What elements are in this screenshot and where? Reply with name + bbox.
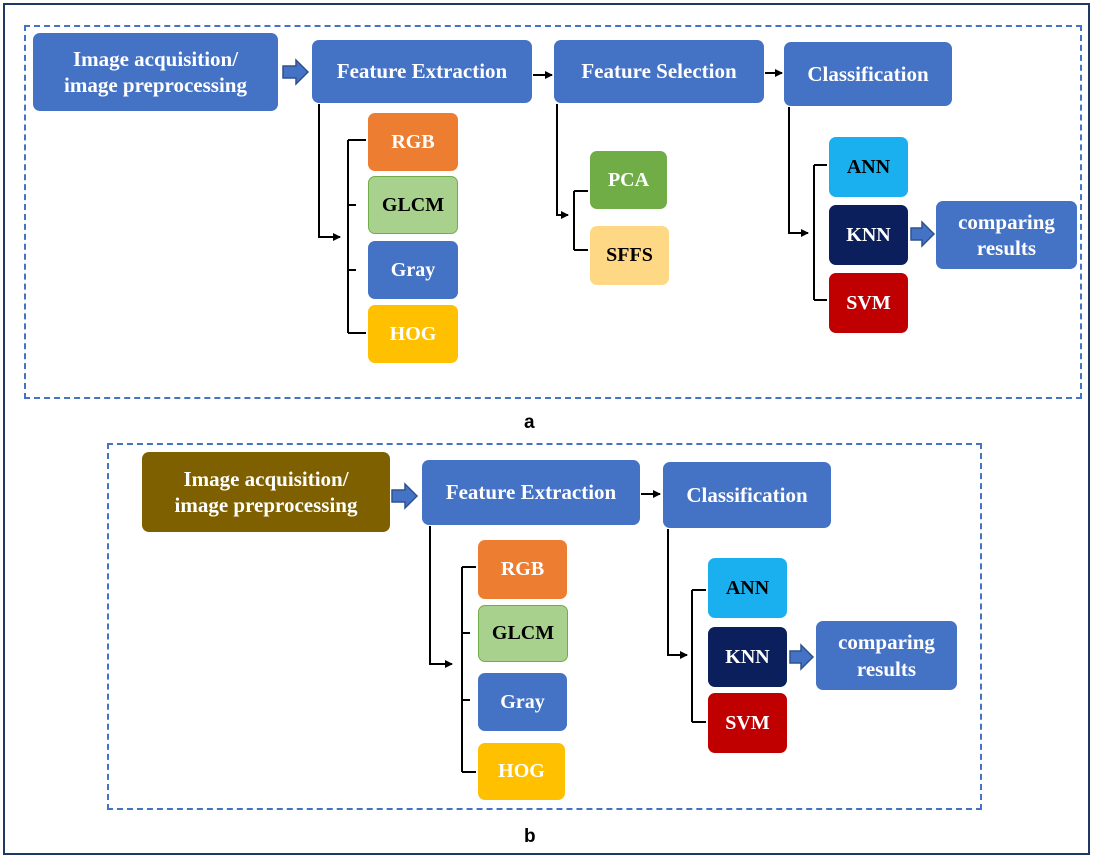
panel-b-comparing-results-box: comparing results — [816, 621, 957, 690]
panel-b-gray-box: Gray — [478, 673, 567, 731]
panel-b-rgb-box: RGB — [478, 540, 567, 599]
panel-b-feature-tree — [429, 526, 476, 773]
panel-a-ann-box: ANN — [829, 137, 908, 197]
panel-a-feature-selection-box: Feature Selection — [554, 40, 764, 103]
panel-b-acquisition-box: Image acquisition/ image preprocessing — [142, 452, 390, 532]
panel-a-result-arrow-icon — [910, 220, 936, 248]
panel-a-sffs-box: SFFS — [590, 226, 669, 285]
panel-b-svm-box: SVM — [708, 693, 787, 753]
panel-b-knn-box: KNN — [708, 627, 787, 687]
panel-a-rgb-box: RGB — [368, 113, 458, 171]
panel-a-pca-box: PCA — [590, 151, 667, 209]
panel-a-feature-tree — [318, 104, 366, 334]
panel-a-knn-box: KNN — [829, 205, 908, 265]
panel-b-result-arrow-icon — [789, 643, 815, 671]
panel-a-block-arrow-icon — [282, 58, 310, 86]
panel-a-comparing-results-box: comparing results — [936, 201, 1077, 269]
panel-b-classification-box: Classification — [663, 462, 831, 528]
panel-b-border — [107, 443, 982, 810]
panel-b-feature-extraction-box: Feature Extraction — [422, 460, 640, 525]
panel-b-block-arrow-icon — [391, 482, 419, 510]
panel-a-hog-box: HOG — [368, 305, 458, 363]
panel-b-glcm-box: GLCM — [478, 605, 568, 662]
panel-a-classifier-tree — [788, 107, 827, 301]
panel-b-label: b — [524, 826, 536, 847]
panel-a-label: a — [524, 412, 535, 433]
panel-a-feature-extraction-box: Feature Extraction — [312, 40, 532, 103]
panel-a-glcm-box: GLCM — [368, 176, 458, 234]
outer-frame — [3, 3, 1090, 855]
panel-a-border — [24, 25, 1082, 399]
panel-a-svm-box: SVM — [829, 273, 908, 333]
panel-b-classifier-tree — [667, 529, 706, 723]
panel-a-acquisition-box: Image acquisition/ image preprocessing — [33, 33, 278, 111]
panel-a-selection-tree — [556, 104, 588, 251]
panel-a-gray-box: Gray — [368, 241, 458, 299]
panel-b-hog-box: HOG — [478, 743, 565, 800]
panel-a-classification-box: Classification — [784, 42, 952, 106]
panel-b-ann-box: ANN — [708, 558, 787, 618]
